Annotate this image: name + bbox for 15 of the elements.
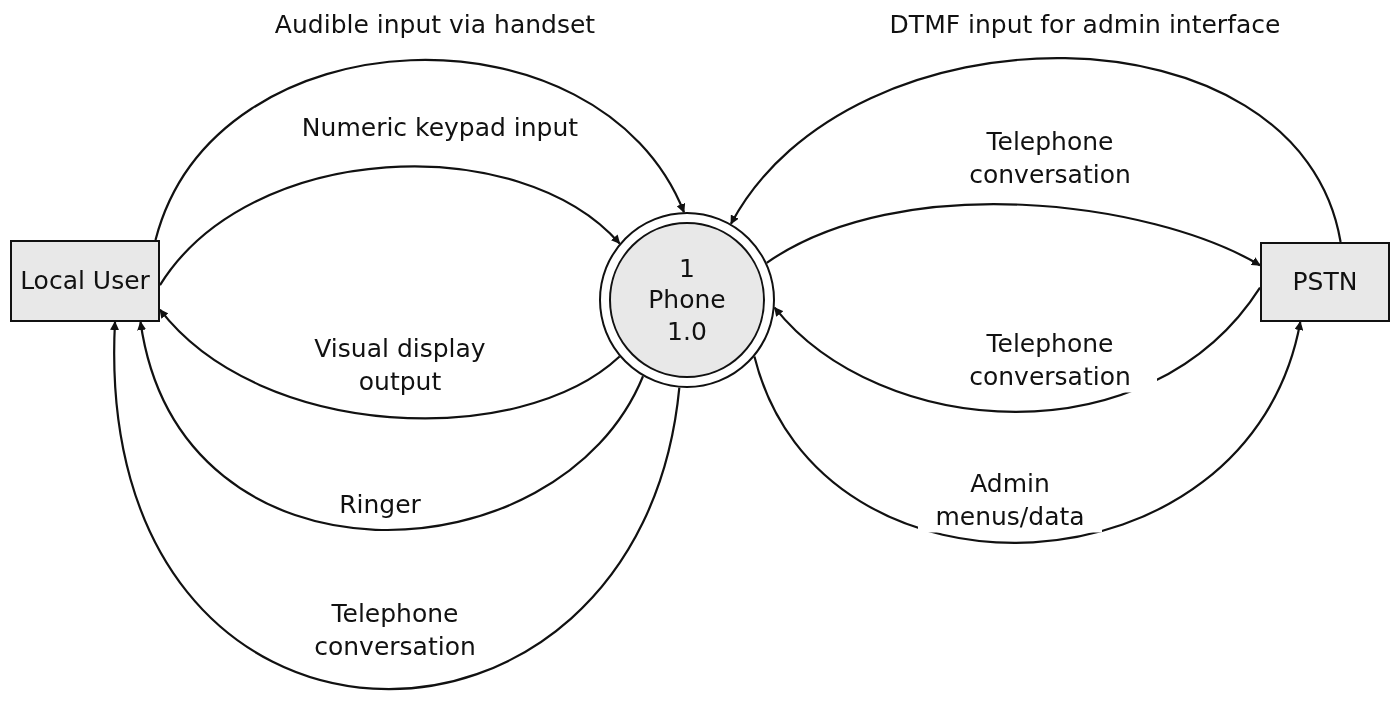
arrow — [730, 57, 1342, 243]
entity-box — [1260, 242, 1390, 322]
arrow — [110, 321, 681, 690]
arrow — [138, 321, 644, 531]
node-label: Local User — [20, 265, 150, 297]
arrow — [773, 286, 1261, 413]
arrow — [159, 165, 621, 286]
node-label: PSTN — [1292, 266, 1358, 298]
entity-box — [10, 240, 160, 322]
node-label: Phone 1.0 — [647, 284, 727, 347]
arrow — [753, 321, 1303, 544]
node-label: 1 — [678, 253, 696, 285]
arrow — [766, 203, 1261, 267]
arrow — [154, 59, 685, 241]
arrow — [159, 308, 621, 420]
